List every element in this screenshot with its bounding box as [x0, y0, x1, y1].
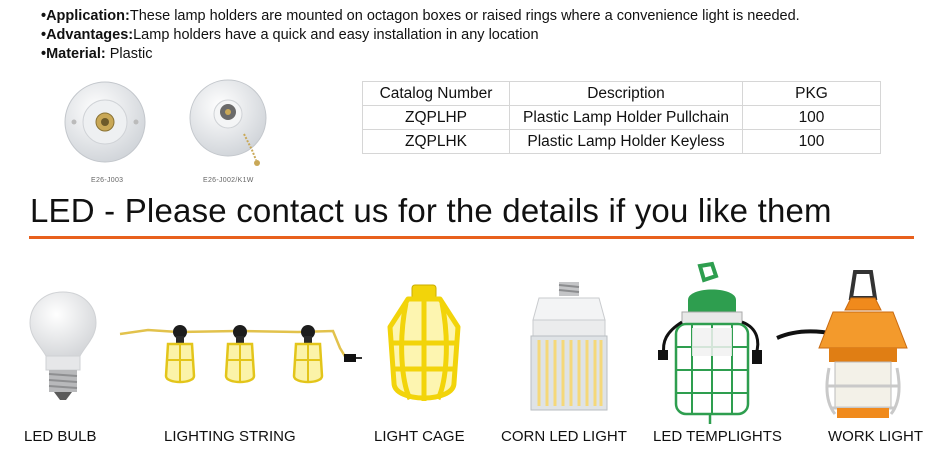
product-label-corn-led-light: CORN LED LIGHT	[501, 428, 627, 445]
headline-underline	[29, 236, 914, 239]
table-cell: 100	[742, 129, 881, 154]
product-label-light-cage: LIGHT CAGE	[374, 428, 465, 445]
product-label-work-light: WORK LIGHT	[828, 428, 924, 445]
lighting-string-icon	[119, 323, 362, 384]
led-bulb-icon	[29, 291, 97, 400]
product-label-led-bulb: LED BULB	[24, 428, 97, 445]
table-cell: ZQPLHK	[362, 129, 510, 154]
lamp-holder-keyless-image	[64, 81, 146, 163]
table-row: ZQPLHK Plastic Lamp Holder Keyless 100	[362, 129, 881, 154]
spec-bullets: •Application:These lamp holders are moun…	[41, 7, 800, 64]
bullet-material: •Material: Plastic	[41, 46, 153, 62]
light-cage-icon	[387, 284, 461, 401]
bullet-application: •Application:These lamp holders are moun…	[41, 8, 800, 24]
table-cell: Plastic Lamp Holder Keyless	[509, 129, 743, 154]
product-label-lighting-string: LIGHTING STRING	[164, 428, 296, 445]
table-row: ZQPLHP Plastic Lamp Holder Pullchain 100	[362, 105, 881, 130]
product-label-led-templights: LED TEMPLIGHTS	[653, 428, 782, 445]
holder-caption-2: E26-J002/K1W	[203, 177, 254, 184]
column-header: Catalog Number	[362, 81, 510, 106]
table-cell: Plastic Lamp Holder Pullchain	[509, 105, 743, 130]
led-templights-icon	[658, 261, 762, 424]
catalog-table: Catalog Number Description PKG ZQPLHP Pl…	[362, 81, 881, 154]
table-cell: 100	[742, 105, 881, 130]
lamp-holder-pullchain-image	[189, 79, 267, 166]
table-header-row: Catalog Number Description PKG	[362, 81, 881, 106]
corn-led-light-icon	[530, 282, 608, 411]
table-cell: ZQPLHP	[362, 105, 510, 130]
bullet-advantages: •Advantages:Lamp holders have a quick an…	[41, 27, 539, 43]
section-headline: LED - Please contact us for the details …	[30, 192, 832, 229]
holder-caption-1: E26-J003	[91, 177, 124, 184]
column-header: PKG	[742, 81, 881, 106]
work-light-icon	[776, 270, 908, 418]
column-header: Description	[509, 81, 743, 106]
